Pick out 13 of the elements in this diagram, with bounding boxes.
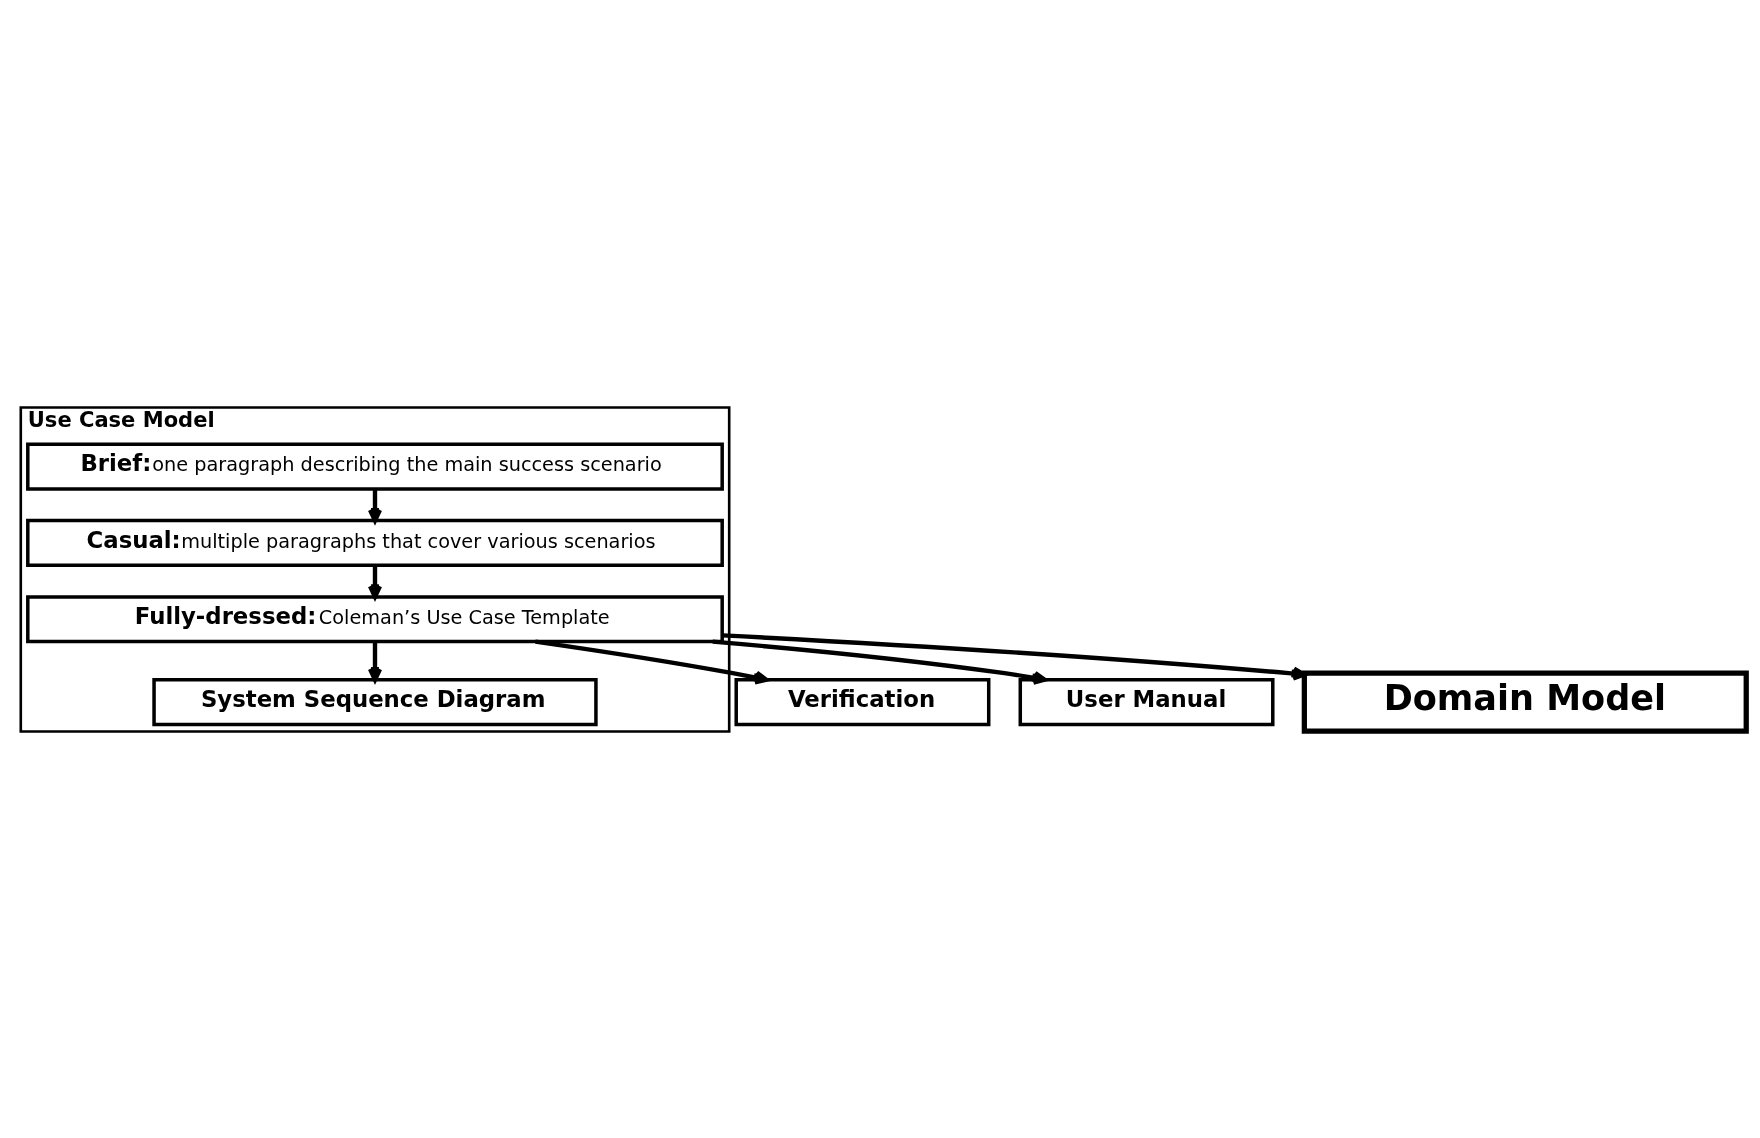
node-box: Casual:multiple paragraphs that cover various scenarios (26, 518, 724, 567)
node-box: Brief:one paragraph describing the main success scenario (26, 442, 724, 491)
arrow (722, 632, 1307, 681)
arrow (535, 638, 769, 685)
arrow (367, 488, 383, 523)
node-box: User Manual (1018, 677, 1275, 726)
node-box: Domain Model (1301, 670, 1749, 734)
node-box: System Sequence Diagram (152, 677, 598, 726)
node-box: Verification (734, 677, 991, 726)
arrow (367, 564, 383, 599)
arrow (367, 641, 383, 682)
arrow (712, 638, 1048, 685)
node-box: Fully-dressed:Coleman’s Use Case Template (26, 594, 724, 643)
